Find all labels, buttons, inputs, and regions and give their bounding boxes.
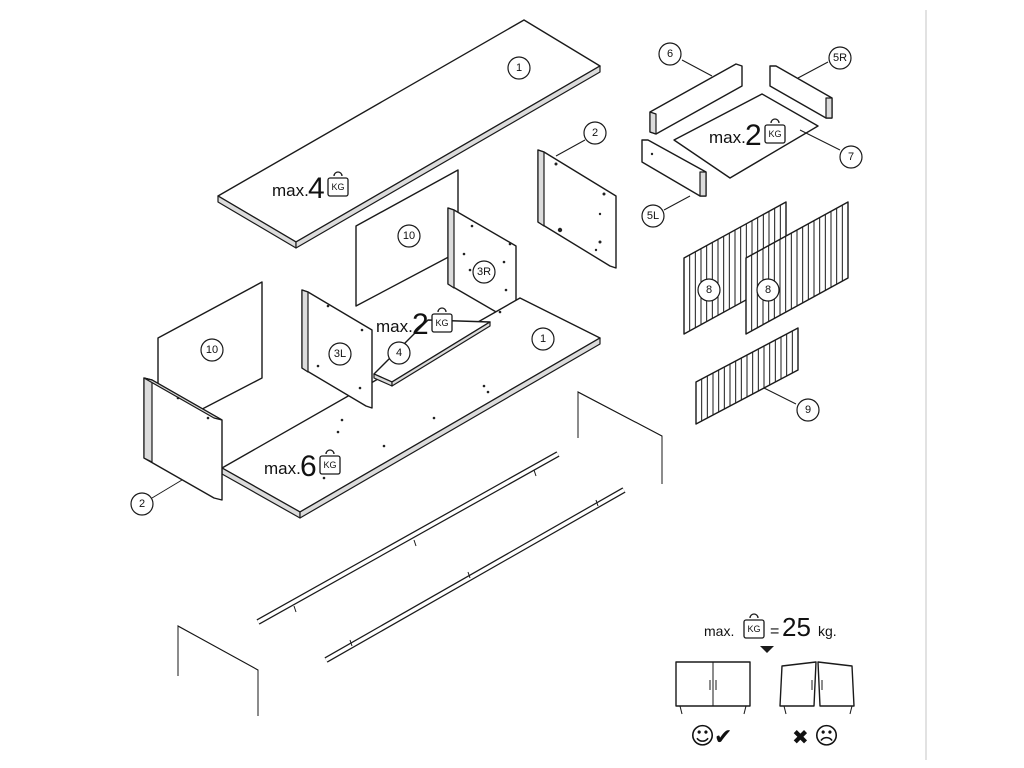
callout-part-1-top: 1 xyxy=(507,56,531,80)
weight-kg-icon: KG xyxy=(743,613,765,639)
callout-label: 1 xyxy=(540,333,546,345)
callout-label: 10 xyxy=(403,230,415,242)
callout-label: 2 xyxy=(592,127,598,139)
callout-part-1-bottom: 1 xyxy=(531,327,555,351)
load-word: max. xyxy=(376,317,413,336)
load-unit: KG xyxy=(323,460,336,470)
total-load-equals: = xyxy=(770,623,779,640)
callout-part-3R: 3R xyxy=(472,260,496,284)
callout-label: 9 xyxy=(805,404,811,416)
leader-line-5R xyxy=(797,61,829,79)
callout-label: 5L xyxy=(647,210,659,222)
callout-part-4: 4 xyxy=(387,341,411,365)
leader-line-7 xyxy=(799,129,841,151)
callout-label: 2 xyxy=(139,498,145,510)
leader-line-9 xyxy=(763,387,797,405)
drawer-side-6 xyxy=(649,63,743,135)
leg-frame-right xyxy=(577,391,663,484)
weight-kg-icon: KG xyxy=(327,171,349,197)
total-load-value: 25 xyxy=(782,612,811,642)
total-load-word: max. xyxy=(704,623,734,639)
callout-label: 10 xyxy=(206,344,218,356)
leader-line-2-right xyxy=(555,139,586,157)
cabinet-correct-doors xyxy=(675,661,751,715)
leg-frame-left xyxy=(177,625,259,716)
load-word: max. xyxy=(272,181,309,200)
panel-1-top xyxy=(217,19,601,249)
callout-label: 7 xyxy=(848,151,854,163)
drawer-side-5r xyxy=(769,65,833,119)
callout-part-10-left: 10 xyxy=(200,338,224,362)
cabinet-wrong-doors xyxy=(779,661,855,715)
rail-upper xyxy=(256,451,560,625)
load-unit: KG xyxy=(331,182,344,192)
load-limit-top: max.4 KG xyxy=(272,171,349,205)
weight-kg-icon: KG xyxy=(764,118,786,144)
load-value: 4 xyxy=(308,172,325,205)
load-value: 6 xyxy=(300,450,317,483)
total-load-icon-unit: KG xyxy=(747,624,760,634)
leader-line-2-left xyxy=(151,479,183,499)
callout-part-8-a: 8 xyxy=(697,278,721,302)
leader-line-5L xyxy=(663,195,691,211)
callout-part-9: 9 xyxy=(796,398,820,422)
callout-label: 3L xyxy=(334,348,346,360)
callout-part-5R: 5R xyxy=(828,46,852,70)
leader-line-6 xyxy=(681,59,713,77)
total-load-unit: kg. xyxy=(818,623,837,639)
panel-1-bottom xyxy=(221,297,601,519)
load-unit: KG xyxy=(435,318,448,328)
callout-part-5L: 5L xyxy=(641,204,665,228)
callout-part-6: 6 xyxy=(658,42,682,66)
callout-label: 8 xyxy=(706,284,712,296)
callout-part-2-right: 2 xyxy=(583,121,607,145)
load-value: 2 xyxy=(412,308,429,341)
panel-2-right xyxy=(537,149,617,269)
shelf-4 xyxy=(373,319,491,387)
total-load-label: max. KG = 25 kg. xyxy=(704,612,837,642)
drawer-front-5l xyxy=(641,139,707,197)
callout-part-3L: 3L xyxy=(328,342,352,366)
panel-2-left xyxy=(143,377,223,501)
slatted-panel-9 xyxy=(695,327,799,425)
callout-label: 8 xyxy=(765,284,771,296)
callout-label: 1 xyxy=(516,62,522,74)
smiley-face-icon: ☺ xyxy=(690,722,715,750)
callout-part-2-left: 2 xyxy=(130,492,154,516)
check-mark-icon: ✔ xyxy=(714,725,732,750)
callout-part-7: 7 xyxy=(839,145,863,169)
drawer-bottom-7 xyxy=(673,93,819,179)
callout-label: 5R xyxy=(833,52,847,64)
callout-part-8-b: 8 xyxy=(756,278,780,302)
load-limit-shelf: max.2 KG xyxy=(376,307,453,341)
pointer-triangle-icon xyxy=(760,646,774,653)
load-limit-drawer: max.2 KG xyxy=(709,118,786,152)
weight-kg-icon: KG xyxy=(319,449,341,475)
load-unit: KG xyxy=(768,129,781,139)
callout-part-10-back: 10 xyxy=(397,224,421,248)
load-limit-bottom: max.6 KG xyxy=(264,449,341,483)
load-value: 2 xyxy=(745,119,762,152)
load-word: max. xyxy=(709,128,746,147)
cross-mark-icon: ✖ xyxy=(792,725,809,749)
callout-label: 4 xyxy=(396,347,402,359)
callout-label: 3R xyxy=(477,266,491,278)
weight-kg-icon: KG xyxy=(431,307,453,333)
callout-label: 6 xyxy=(667,48,673,60)
sad-face-icon: ☹ xyxy=(814,722,839,750)
load-word: max. xyxy=(264,459,301,478)
rail-lower xyxy=(324,487,626,663)
